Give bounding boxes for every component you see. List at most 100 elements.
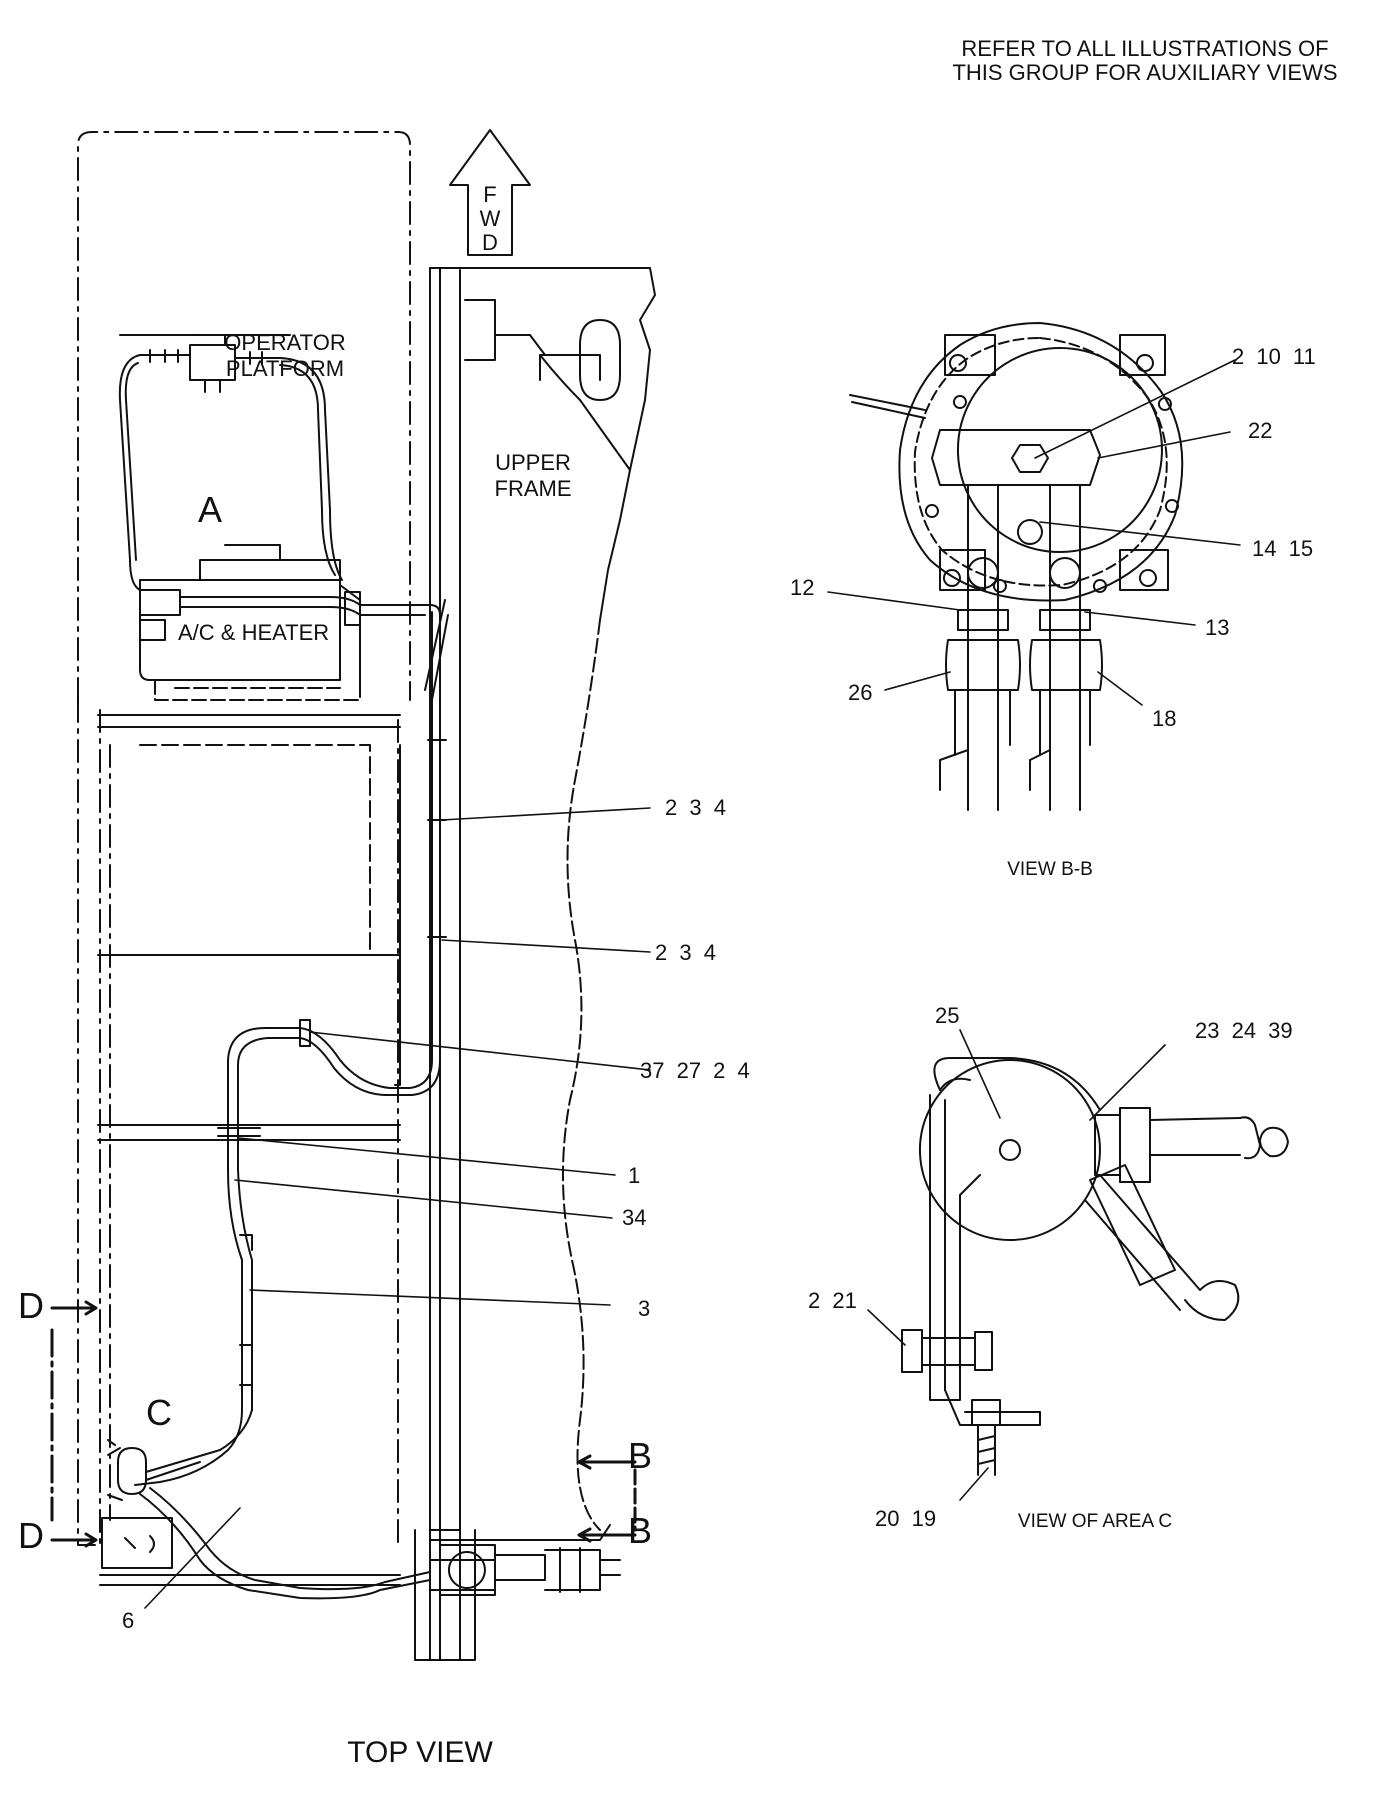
fwd-letter-w: W — [479, 206, 501, 231]
section-d-arrow-bottom — [50, 1532, 98, 1548]
c-bolt-lower — [971, 1399, 1001, 1476]
bb-tube-breaks — [939, 749, 1051, 791]
bb-fitting-circle — [447, 1551, 486, 1589]
leader-34 — [234, 1179, 613, 1219]
c-fitting-end-circle — [1259, 1126, 1289, 1158]
c-leader-2019 — [959, 1467, 989, 1501]
c-hose-fitting — [1089, 1164, 1176, 1286]
c-callout-2-21: 2 21 — [808, 1288, 857, 1313]
bb-callout-13: 13 — [1205, 615, 1230, 640]
bb-leader-26 — [884, 671, 951, 691]
leader-372724 — [309, 1031, 651, 1071]
bb-callout-18: 18 — [1152, 706, 1177, 731]
c-hose-end — [1184, 1280, 1240, 1321]
view-bb-title: VIEW B-B — [1007, 859, 1093, 880]
ac-outlet-line-2 — [179, 606, 426, 616]
c-clamp-strap — [933, 1057, 1101, 1111]
bb-callout-22: 22 — [1248, 418, 1273, 443]
frame-box — [139, 744, 371, 956]
bb-fitting-box — [439, 1544, 496, 1596]
bb-callout-2-10-11: 2 10 11 — [1232, 344, 1316, 369]
valve-a-fitting-right — [234, 351, 281, 365]
c-foot — [944, 1389, 1041, 1426]
upper-frame-label-2: FRAME — [494, 476, 572, 501]
top-view-title: TOP VIEW — [347, 1736, 493, 1769]
ac-clip — [344, 591, 361, 626]
fwd-letter-d: D — [482, 230, 498, 255]
feed-line — [424, 599, 449, 701]
c-valve-center — [998, 1139, 1021, 1161]
c-leader-232439 — [1089, 1044, 1166, 1121]
bb-small-circle — [1016, 519, 1043, 545]
c-clamp-strap-2 — [939, 1077, 971, 1091]
bb-bolts — [924, 395, 1179, 593]
upper-frame-slot — [579, 319, 621, 401]
hose-a-left-2 — [124, 362, 139, 561]
hose-loop-clip-3 — [239, 1234, 253, 1386]
callout-6: 6 — [122, 1608, 135, 1633]
bb-flange-outer — [898, 322, 1184, 602]
ac-heater-base — [154, 679, 361, 701]
section-d-arrow-top — [50, 1300, 98, 1316]
bb-fitting-hoses — [429, 1559, 496, 1591]
bb-callout-14-15: 14 15 — [1252, 536, 1314, 561]
fwd-arrow-icon — [449, 129, 531, 256]
upper-frame-boss — [539, 354, 601, 381]
c-bracket — [929, 1094, 981, 1401]
section-d-top-label: D — [18, 1285, 44, 1326]
c-callout-20-19: 20 19 — [875, 1506, 937, 1531]
bb-fittings — [945, 609, 1103, 691]
bb-body-circle — [956, 347, 1163, 553]
lower-block — [101, 1517, 173, 1569]
section-b-bottom-label: B — [628, 1510, 653, 1551]
bb-leader-1415 — [1039, 521, 1241, 546]
bb-callout-12: 12 — [790, 575, 815, 600]
c-fitting-end — [1239, 1116, 1261, 1160]
callout-2-3-4-a: 2 3 4 — [665, 795, 726, 820]
ac-heater-port — [139, 589, 181, 641]
hose-a-right-2 — [279, 364, 336, 576]
bb-block — [931, 429, 1101, 486]
leader-6 — [144, 1507, 241, 1609]
bb-wire — [849, 394, 926, 419]
upper-frame-step — [539, 354, 631, 471]
area-c-label: C — [146, 1392, 172, 1433]
section-b-arrow-top — [577, 1454, 637, 1470]
leader-234-b — [441, 939, 651, 953]
operator-platform-label-1: OPERATOR — [224, 330, 346, 355]
c-callout-25: 25 — [935, 1003, 960, 1028]
bb-leader-12 — [827, 591, 961, 611]
hose-loop-b — [237, 1037, 386, 1411]
upper-frame-bracket — [464, 299, 546, 361]
valve-c-out — [145, 1409, 253, 1481]
header-note-line-1: REFER TO ALL ILLUSTRATIONS OF — [961, 36, 1329, 61]
leader-1 — [237, 1137, 616, 1176]
c-leader-25 — [959, 1029, 1001, 1119]
c-leader-221 — [867, 1309, 906, 1346]
lower-rails — [99, 1574, 401, 1586]
section-b-arrow-bottom — [577, 1527, 637, 1543]
fwd-letter-f: F — [483, 182, 497, 207]
c-nut-left — [901, 1329, 993, 1373]
upper-frame-label-1: UPPER — [495, 450, 571, 475]
bb-leader-21011 — [1034, 359, 1236, 459]
bb-callout-26: 26 — [848, 680, 873, 705]
main-line-upper — [389, 611, 433, 1089]
bb-lug-holes — [943, 354, 1157, 587]
bb-tube-right — [1049, 484, 1081, 811]
header-note-line-2: THIS GROUP FOR AUXILIARY VIEWS — [952, 60, 1338, 85]
ac-heater-box — [139, 579, 341, 681]
operator-platform-label-2: PLATFORM — [225, 356, 345, 381]
bb-tube-lower — [954, 689, 1091, 756]
main-line-upper-2 — [384, 611, 441, 1096]
bb-fitting-lines — [494, 1547, 621, 1593]
leader-3 — [249, 1289, 611, 1306]
callout-37-27-2-4: 37 27 2 4 — [640, 1058, 750, 1083]
valve-a-fitting-left — [139, 349, 191, 363]
bb-lugs — [939, 334, 1169, 591]
section-b-top-label: B — [628, 1435, 653, 1476]
ac-heater-top — [199, 544, 341, 581]
c-valve-circle — [918, 1059, 1101, 1241]
ac-heater-label: A/C & HEATER — [178, 620, 330, 645]
hose-loop-clip-1 — [299, 1019, 311, 1047]
